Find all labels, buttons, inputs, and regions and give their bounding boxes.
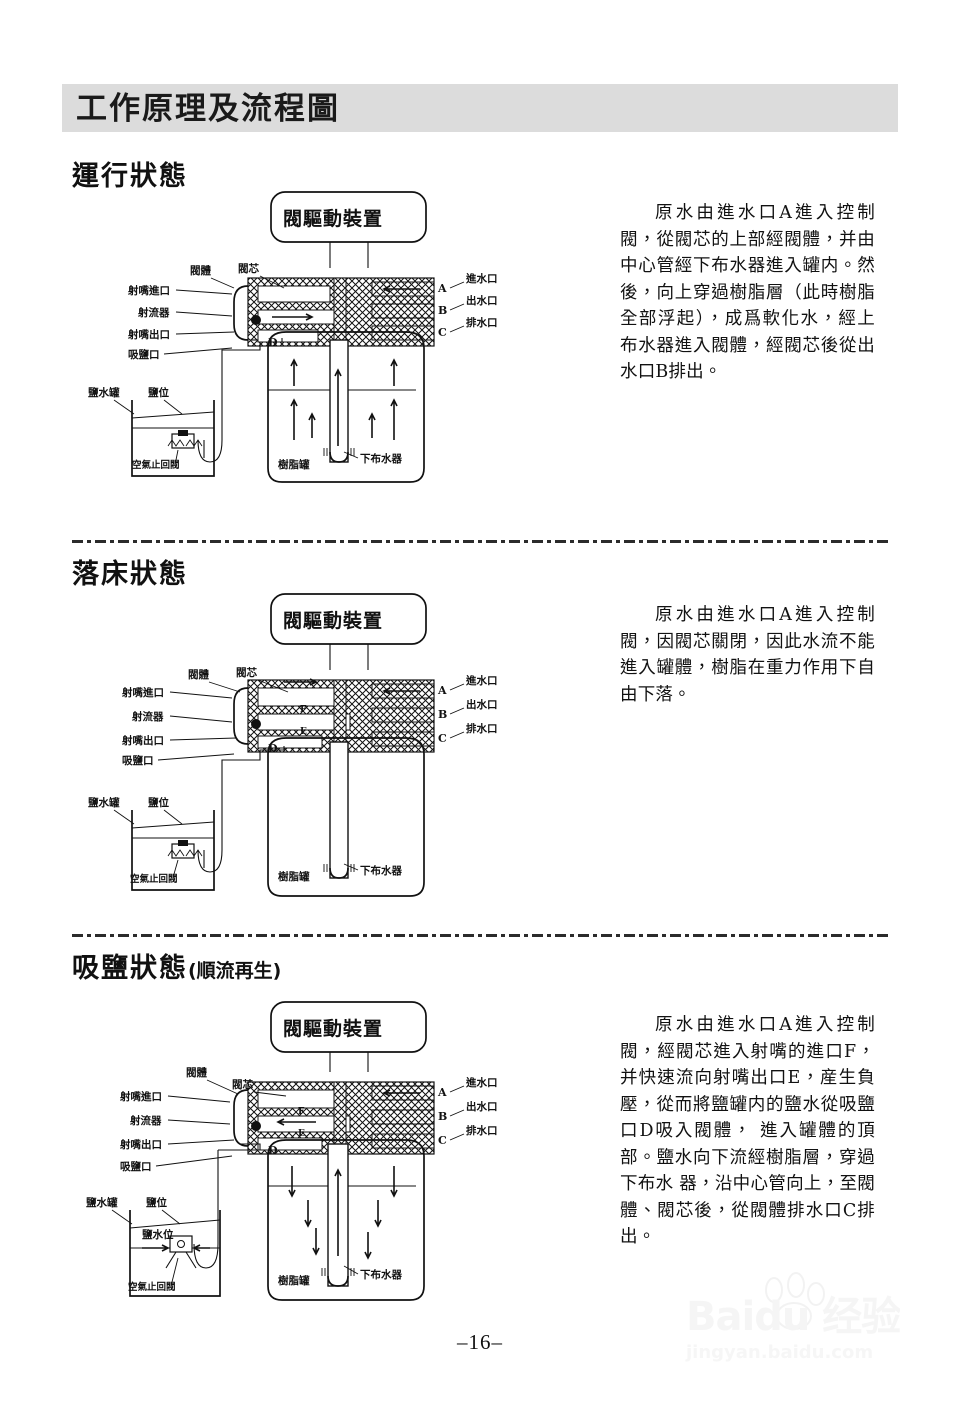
- label-salt-level-3: 鹽位: [146, 1196, 167, 1209]
- label-ejector-2: 射流器: [131, 710, 164, 723]
- label-brine-tank: 鹽水罐: [88, 386, 120, 399]
- marker-d-3: D: [268, 1144, 278, 1157]
- section-heading-1-text: 運行狀態: [72, 161, 188, 192]
- label-valve-core: 閥芯: [238, 262, 259, 275]
- label-drain-outlet-2: 排水口: [466, 722, 498, 735]
- label-valve-body-3: 閥體: [186, 1066, 207, 1079]
- label-brine-tank-2: 鹽水罐: [88, 796, 120, 809]
- watermark: Baidu 经验 jingyan.baidu.com: [670, 1272, 902, 1367]
- label-salt-level: 鹽位: [148, 386, 169, 399]
- section-paragraph-1: 原水由進水口A進入控制閥，從閥芯的上部經閥體，并由中心管經下布水器進入罐内。然後…: [620, 203, 875, 382]
- section-heading-2: 落床狀態: [72, 552, 188, 591]
- valve-drive-label-3: 閥驅動裝置: [283, 1017, 383, 1040]
- section-heading-2-text: 落床狀態: [72, 559, 188, 590]
- diagram-bed-settling-state: 閥驅動裝置: [72, 592, 542, 912]
- marker-e-2: E: [300, 727, 307, 737]
- label-drain-outlet: 排水口: [466, 316, 498, 329]
- section-paragraph-2: 原水由進水口A進入控制閥，因閥芯關閉，因此水流不能進入罐體，樹脂在重力作用下自由…: [620, 605, 875, 705]
- valve-drive-label-2: 閥驅動裝置: [283, 609, 383, 632]
- label-nozzle-outlet-3: 射嘴出口: [119, 1138, 162, 1151]
- label-valve-body-2: 閥體: [188, 668, 209, 681]
- section-heading-1: 運行狀態: [72, 154, 188, 193]
- label-nozzle-inlet-2: 射嘴進口: [121, 686, 164, 699]
- marker-b-2: B: [438, 708, 447, 721]
- section-divider-2: [72, 934, 890, 937]
- label-salt-suction-port-2: 吸鹽口: [122, 754, 154, 767]
- watermark-brand: Baidu 经验: [686, 1294, 900, 1340]
- section-banner-background: [62, 84, 898, 132]
- marker-e-3: E: [298, 1129, 305, 1139]
- diagram-running-state: 閥驅動裝置: [72, 190, 542, 500]
- label-ejector: 射流器: [137, 306, 170, 319]
- label-air-check-valve-3: 空氣止回閥: [128, 1281, 176, 1293]
- label-lower-distributor-3: 下布水器: [360, 1268, 402, 1281]
- marker-b: B: [438, 304, 447, 317]
- label-brine-tank-3: 鹽水罐: [86, 1196, 118, 1209]
- marker-d-2: D: [268, 742, 278, 755]
- marker-c-3: C: [438, 1134, 447, 1147]
- label-valve-body: 閥體: [190, 264, 211, 277]
- marker-a: A: [437, 282, 447, 295]
- marker-f-3: F: [298, 1107, 305, 1117]
- section-heading-3-suffix: (順流再生): [188, 960, 282, 982]
- valve-drive-label: 閥驅動裝置: [283, 207, 383, 230]
- label-valve-core-2: 閥芯: [236, 666, 257, 679]
- label-water-inlet-3: 進水口: [465, 1076, 498, 1089]
- label-water-outlet-2: 出水口: [466, 698, 498, 711]
- diagram-brine-draw-state: 閥驅動裝置: [72, 1000, 542, 1320]
- label-air-check-valve: 空氣止回閥: [132, 459, 180, 471]
- label-resin-tank-3: 樹脂罐: [278, 1274, 310, 1287]
- page-title: 工作原理及流程圖: [76, 91, 340, 127]
- marker-c: C: [438, 326, 447, 339]
- label-lower-distributor-2: 下布水器: [360, 864, 402, 877]
- label-nozzle-outlet: 射嘴出口: [127, 328, 170, 341]
- section-heading-3: 吸鹽狀態(順流再生): [72, 946, 281, 985]
- section-paragraph-3: 原水由進水口A進入控制閥，經閥芯進入射嘴的進口F， 并快速流向射嘴出口E，産生負…: [620, 1015, 875, 1247]
- section-heading-3-text: 吸鹽狀態: [72, 953, 188, 984]
- label-valve-core-3: 閥芯: [232, 1078, 253, 1091]
- marker-a-2: A: [437, 684, 447, 697]
- label-brine-level-3: 鹽水位: [142, 1228, 174, 1241]
- marker-a-3: A: [437, 1086, 447, 1099]
- section-divider-1: [72, 540, 890, 543]
- label-salt-level-2: 鹽位: [148, 796, 169, 809]
- label-salt-suction-port: 吸鹽口: [128, 348, 160, 361]
- marker-b-3: B: [438, 1110, 447, 1123]
- label-nozzle-outlet-2: 射嘴出口: [121, 734, 164, 747]
- label-water-inlet: 進水口: [465, 272, 498, 285]
- label-salt-suction-port-3: 吸鹽口: [120, 1160, 152, 1173]
- label-air-check-valve-2: 空氣止回閥: [130, 873, 178, 885]
- label-ejector-3: 射流器: [129, 1114, 162, 1127]
- label-water-outlet-3: 出水口: [466, 1100, 498, 1113]
- marker-f-2: F: [300, 705, 307, 715]
- label-drain-outlet-3: 排水口: [466, 1124, 498, 1137]
- label-resin-tank-2: 樹脂罐: [278, 870, 310, 883]
- marker-d: D: [268, 336, 278, 349]
- page-number: –16–: [457, 1330, 503, 1354]
- label-lower-distributor: 下布水器: [360, 452, 402, 465]
- label-resin-tank: 樹脂罐: [278, 458, 310, 471]
- label-water-inlet-2: 進水口: [465, 674, 498, 687]
- label-nozzle-inlet-3: 射嘴進口: [119, 1090, 162, 1103]
- label-nozzle-inlet: 射嘴進口: [127, 284, 170, 297]
- marker-c-2: C: [438, 732, 447, 745]
- watermark-url: jingyan.baidu.com: [685, 1342, 873, 1363]
- label-water-outlet: 出水口: [466, 294, 498, 307]
